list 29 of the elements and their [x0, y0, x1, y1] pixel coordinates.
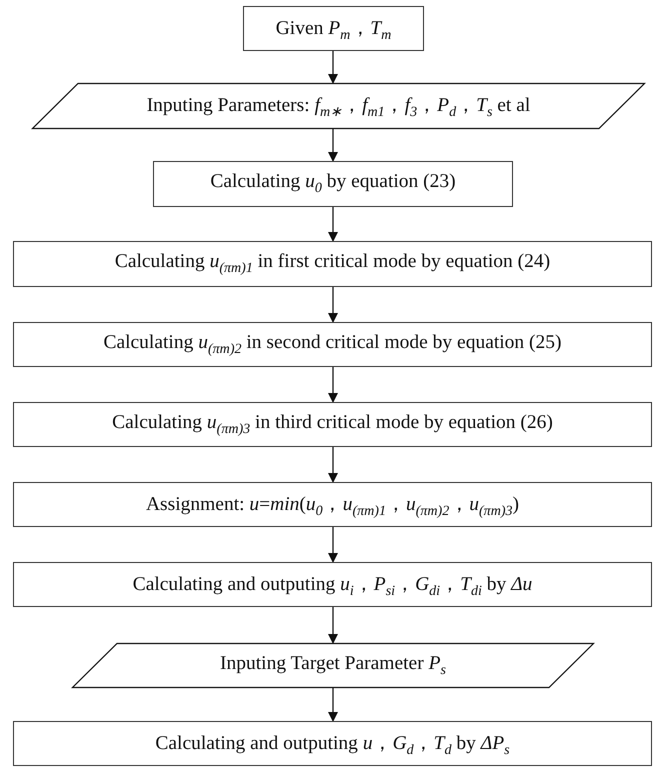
- step-text: Inputing Target Parameter P$_{s}$: [220, 652, 446, 678]
- step-text: Calculating u$_{(πm)2}$ in second critical mode by equation (25): [103, 332, 562, 358]
- arrow: [328, 367, 338, 403]
- arrow: [328, 607, 338, 644]
- process-box: [243, 6, 424, 51]
- process-box: [13, 402, 652, 447]
- arrow: [328, 207, 338, 242]
- process-box: [13, 322, 652, 367]
- step-text: Calculating and outputing u$_{i}$，P$_{si}$，G$_{di}$，T$_{di}$ by Δu: [132, 572, 532, 600]
- arrow: [328, 688, 338, 722]
- input-parallelogram: [32, 83, 645, 129]
- step-text: Calculating and outputing u，G$_{d}$，T$_{d}$ by ΔP$_{s}$: [155, 732, 510, 758]
- arrow: [328, 51, 338, 84]
- process-box: [13, 482, 652, 527]
- arrow: [328, 287, 338, 323]
- arrow: [328, 527, 338, 563]
- step-text: Given P$_{m}$，T$_{m}$: [276, 16, 392, 44]
- step-text: Calculating u$_{(πm)3}$ in third critical mode by equation (26): [112, 412, 553, 438]
- step-text: Assignment: u=min(u$_{0}$，u$_{(πm)1}$，u$_{(πm)2}$，u$_{(πm)3}$): [146, 492, 520, 520]
- step-text: Calculating u$_{(πm)1}$ in first critical mode by equation (24): [114, 251, 550, 277]
- process-box: [153, 161, 513, 207]
- process-box: [13, 721, 652, 766]
- step-text: Calculating u$_{0}$ by equation (23): [210, 171, 456, 197]
- step-text: Inputing Parameters: f$_{m∗}$，f$_{m1}$，f$_{3}$，P$_{d}$，T$_{s}$ et al: [146, 94, 530, 121]
- input-parallelogram: [72, 643, 594, 688]
- arrow: [328, 129, 338, 162]
- process-box: [13, 562, 652, 607]
- process-box: [13, 241, 652, 287]
- arrow: [328, 447, 338, 483]
